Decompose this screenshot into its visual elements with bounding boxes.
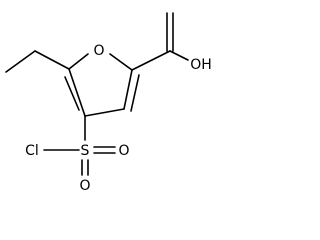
atom-labels: O OH S O O Cl [25,43,212,194]
bond-carboxyl-to-hydroxyl [169,50,189,61]
bond-c5-to-ethyl [34,50,70,70]
bond-ring-oxygen-to-c2 [109,53,133,71]
sulfonyl-oxygen-top-label: O [118,143,129,159]
bond-ethyl [5,50,36,73]
bond-c2-c3-single [123,69,133,110]
bond-c3-c4 [84,108,125,117]
sulfur-label: S [81,143,90,159]
sulfonyl-oxygen-bottom-label: O [79,178,90,194]
bond-c2-c3-double [130,74,140,112]
bond-lines [5,12,189,176]
bond-c2-to-carboxyl-carbon [131,50,171,71]
chlorine-label: Cl [25,143,39,159]
ring-oxygen-label: O [93,43,104,59]
bond-c4-c5-single [68,68,86,117]
chemical-structure-diagram: O OH S O O Cl [5,12,212,194]
hydroxyl-label: OH [190,57,212,73]
bond-ring-oxygen-to-c5 [68,53,89,70]
bond-c4-c5-double [64,76,80,111]
